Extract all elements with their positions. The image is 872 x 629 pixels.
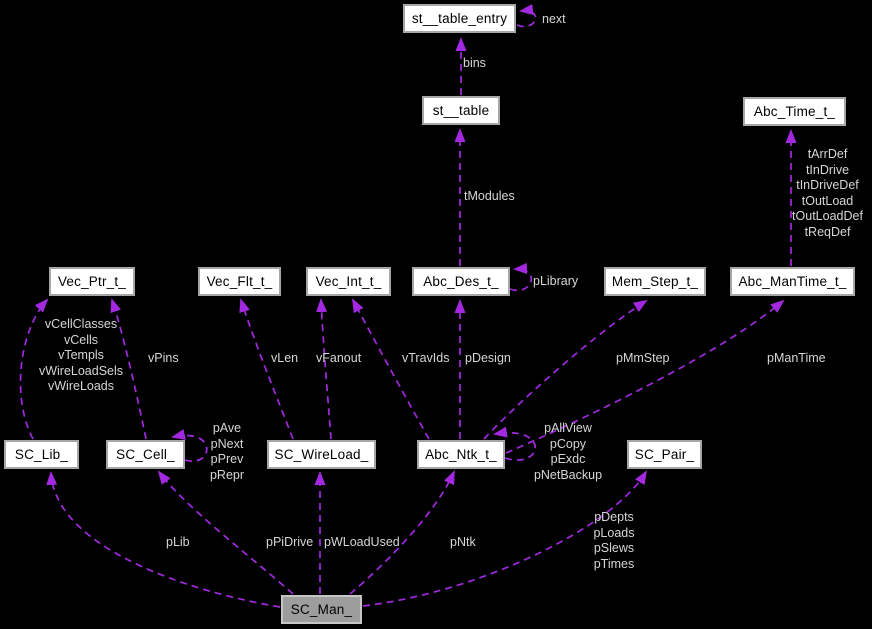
edge-label-vlen: vLen [271, 351, 299, 365]
edge-label-pmantime: pManTime [767, 351, 826, 365]
edge-vlen [239, 298, 294, 440]
node-sc-man[interactable]: SC_Man_ [281, 595, 362, 624]
node-sc-wireload[interactable]: SC_WireLoad_ [267, 440, 376, 469]
edge-label-plib: pLib [166, 535, 190, 549]
edge-pmantime [505, 299, 785, 454]
edge-label-pmmstep: pMmStep [616, 351, 670, 365]
edge-label-tmodules: tModules [464, 189, 515, 203]
edge-label-cell-loop: pAve pNext pPrev pRepr [209, 421, 245, 482]
node-abc-des[interactable]: Abc_Des_t_ [412, 267, 510, 296]
edge-label-time-members: tArrDef tInDrive tInDriveDef tOutLoad tO… [792, 147, 863, 239]
edge-label-next: next [542, 12, 566, 26]
edge-label-ntk-loop: pAllView pCopy pExdc pNetBackup [533, 421, 603, 482]
edge-vcellclasses [19, 298, 49, 440]
edge-pntk [349, 470, 455, 595]
edge-label-bins: bins [463, 56, 486, 70]
edge-label-vfanout: vFanout [316, 351, 362, 365]
edge-ppidrive [157, 470, 294, 595]
edge-pmmstep [483, 299, 648, 440]
node-vec-ptr[interactable]: Vec_Ptr_t_ [49, 267, 135, 296]
edge-label-vtravids: vTravIds [402, 351, 450, 365]
edge-label-pdesign: pDesign [465, 351, 511, 365]
edge-label-pntk: pNtk [450, 535, 476, 549]
node-vec-flt[interactable]: Vec_Flt_t_ [198, 267, 281, 296]
edge-cell-self-loop [171, 429, 208, 463]
node-sc-pair[interactable]: SC_Pair_ [627, 440, 702, 469]
edge-plibrary-self-loop [509, 263, 533, 292]
node-st-table[interactable]: st__table [422, 96, 500, 125]
edge-label-pair-members: pDepts pLoads pSlews pTimes [593, 510, 635, 571]
node-st-table-entry[interactable]: st__table_entry [403, 4, 516, 33]
node-mem-step[interactable]: Mem_Step_t_ [604, 267, 706, 296]
edge-label-pwloadused: pWLoadUsed [324, 535, 400, 549]
edge-next-self-loop [516, 4, 537, 28]
edge-vtravids [352, 298, 430, 440]
edge-vfanout [316, 298, 332, 440]
edge-pair-members [362, 470, 648, 607]
edge-ntk-self-loop [493, 426, 537, 461]
edge-vpins [110, 298, 147, 440]
edge-label-lib-vectors: vCellClasses vCells vTempls vWireLoadSel… [38, 317, 124, 394]
edge-plib [46, 471, 281, 608]
node-sc-cell[interactable]: SC_Cell_ [106, 440, 185, 469]
node-abc-ntk[interactable]: Abc_Ntk_t_ [417, 440, 505, 469]
node-abc-mantime[interactable]: Abc_ManTime_t_ [730, 267, 855, 296]
node-vec-int[interactable]: Vec_Int_t_ [306, 267, 391, 296]
edge-label-vpins: vPins [148, 351, 179, 365]
node-sc-lib[interactable]: SC_Lib_ [4, 440, 79, 469]
node-abc-time[interactable]: Abc_Time_t_ [743, 97, 846, 126]
edge-label-ppidrive: pPiDrive [266, 535, 314, 549]
edge-label-plibrary: pLibrary [533, 274, 579, 288]
